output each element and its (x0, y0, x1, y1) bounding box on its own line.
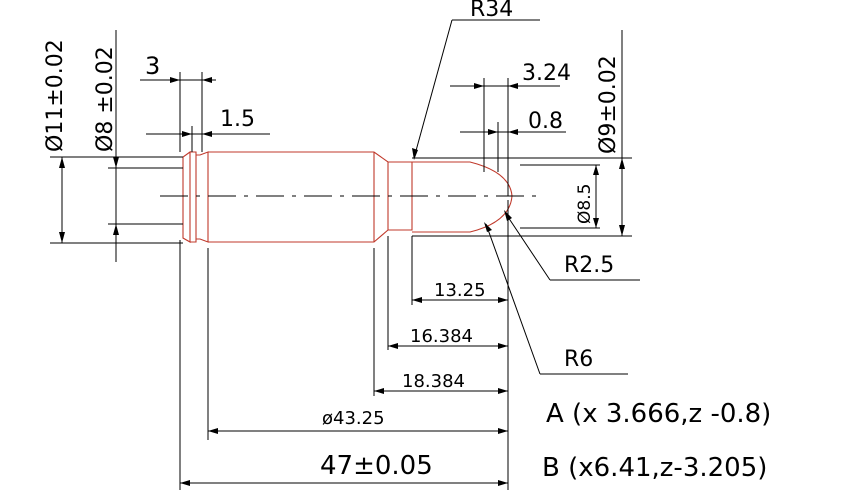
dim-dia-9: Ø9±0.02 (596, 30, 625, 236)
radius-6-label: R6 (564, 347, 593, 372)
dim-len-47: 47±0.05 (180, 451, 508, 486)
dim-len-18-384: 18.384 (374, 371, 508, 394)
len-18-384-label: 18.384 (402, 371, 465, 392)
width-3-label: 3 (145, 52, 160, 80)
rim-outline (182, 150, 191, 243)
width-1-5-label: 1.5 (220, 107, 255, 132)
dim-width-0-8: 0.8 (460, 109, 566, 135)
len-47-label: 47±0.05 (320, 451, 433, 481)
len-13-25-label: 13.25 (434, 280, 486, 301)
dim-len-13-25: 13.25 (412, 280, 508, 303)
radius-34-label: R34 (470, 0, 513, 22)
bullet-ogive (412, 161, 513, 233)
part-outline (182, 150, 513, 243)
dim-width-3-24: 3.24 (450, 61, 571, 89)
dim-radius-2-5: R2.5 (504, 210, 640, 281)
width-0-8-label: 0.8 (528, 109, 563, 134)
dia-8-5-label: Ø8.5 (575, 184, 595, 224)
dim-len-43-25: ø43.25 (208, 408, 508, 434)
dim-dia-11: Ø11±0.02 (43, 39, 68, 243)
dim-len-16-384: 16.384 (388, 326, 508, 349)
len-16-384-label: 16.384 (410, 326, 473, 347)
dia-8-label: Ø8 ±0.02 (93, 46, 118, 152)
dia-9-label: Ø9±0.02 (596, 55, 621, 154)
dim-radius-34: R34 (412, 0, 540, 160)
dim-radius-6: R6 (484, 222, 628, 375)
point-b-label: B (x6.41,z-3.205) (542, 453, 767, 483)
dim-dia-8-5: Ø8.5 (575, 165, 599, 228)
radius-2-5-label: R2.5 (564, 253, 614, 278)
groove-outline (196, 151, 209, 243)
len-43-25-label: ø43.25 (322, 408, 385, 429)
dia-11-label: Ø11±0.02 (43, 39, 68, 152)
dim-width-3: 3 (140, 52, 216, 83)
width-3-24-label: 3.24 (522, 61, 571, 86)
dim-dia-8: Ø8 ±0.02 (93, 30, 119, 262)
rim-inner (190, 151, 197, 243)
dim-width-1-5: 1.5 (146, 107, 270, 137)
point-a-label: A (x 3.666,z -0.8) (546, 399, 771, 429)
extension-lines (50, 72, 632, 490)
case-body (208, 151, 413, 243)
